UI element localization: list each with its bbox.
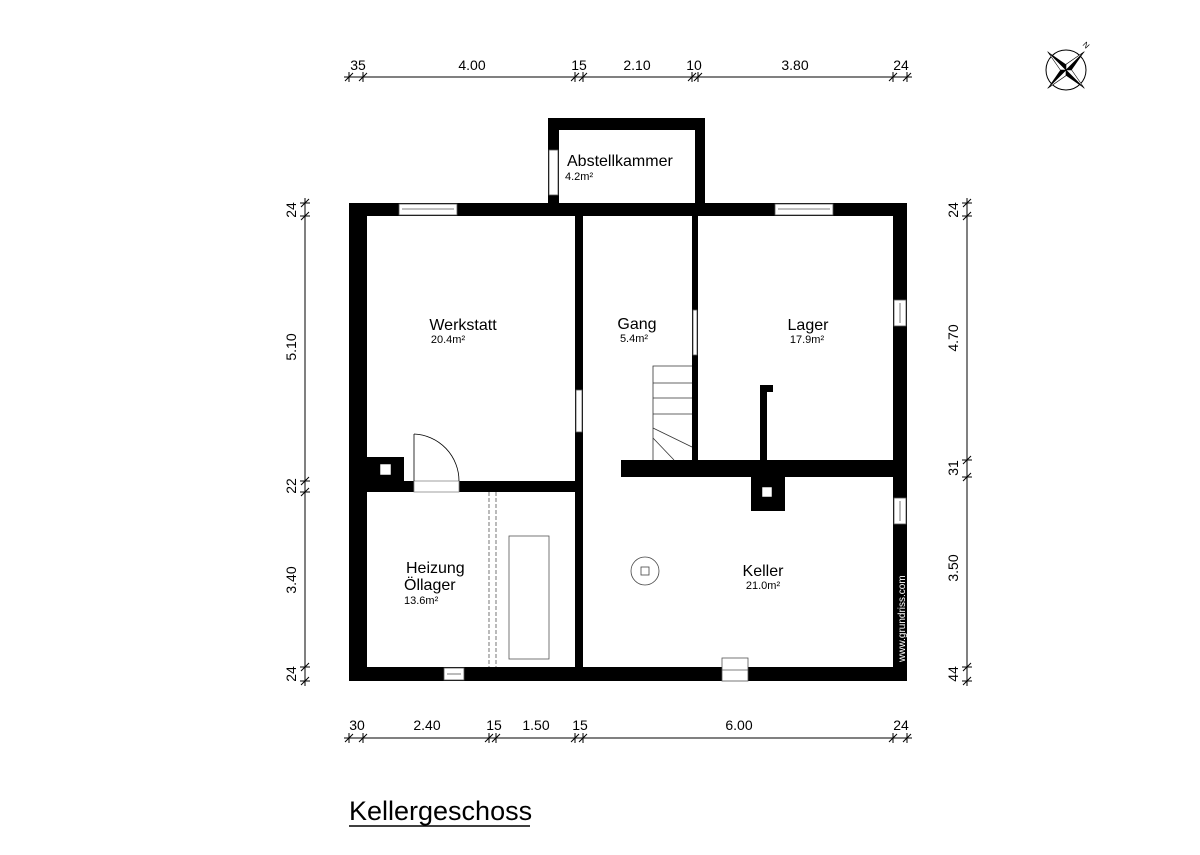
dimension-tick <box>300 198 310 208</box>
dim-bottom-label: 30 <box>349 717 365 733</box>
dim-top-label: 35 <box>350 57 366 73</box>
dimension-tick <box>491 733 501 743</box>
room-area: 21.0m² <box>746 580 781 592</box>
dim-right-label: 4.70 <box>945 324 961 351</box>
dimension-top <box>344 72 912 82</box>
dimension-tick <box>962 211 972 221</box>
floor-drain <box>630 556 660 586</box>
dimension-tick <box>344 733 354 743</box>
dim-top-label: 2.10 <box>623 57 650 73</box>
room-area: 20.4m² <box>431 334 466 346</box>
door <box>413 433 460 482</box>
dimension-tick <box>902 733 912 743</box>
dim-left-label: 24 <box>283 666 299 682</box>
dim-left-label: 5.10 <box>283 333 299 360</box>
dimension-right <box>962 198 972 686</box>
oil-tank <box>508 535 550 660</box>
dimension-tick <box>300 676 310 686</box>
dimension-tick <box>888 733 898 743</box>
dim-right-label: 44 <box>945 666 961 682</box>
dimension-tick <box>300 487 310 497</box>
dim-left-label: 24 <box>283 202 299 218</box>
dim-bottom-label: 24 <box>893 717 909 733</box>
dimension-tick <box>484 733 494 743</box>
dim-top-label: 10 <box>686 57 702 73</box>
dim-bottom-label: 6.00 <box>725 717 752 733</box>
dimension-tick <box>902 72 912 82</box>
oil-tank-area <box>488 492 550 667</box>
dimension-bottom <box>344 733 912 743</box>
dimension-tick <box>300 476 310 486</box>
room-name-line2: Öllager <box>404 576 456 594</box>
compass-icon <box>1045 49 1087 91</box>
dim-bottom-label: 2.40 <box>413 717 440 733</box>
room-name: Heizung <box>406 560 465 577</box>
room-name: Abstellkammer <box>567 153 673 170</box>
watermark: www.grundriss.com <box>897 575 908 663</box>
dimension-tick <box>693 72 703 82</box>
dim-left-label: 3.40 <box>283 566 299 593</box>
dimension-tick <box>344 72 354 82</box>
dimension-tick <box>358 72 368 82</box>
dimension-tick <box>962 198 972 208</box>
room-name: Werkstatt <box>429 317 497 334</box>
dimension-tick <box>962 676 972 686</box>
dim-top-label: 24 <box>893 57 909 73</box>
dimension-tick <box>687 72 697 82</box>
page-title: Kellergeschoss <box>349 796 532 826</box>
room-name: Gang <box>617 316 656 333</box>
compass-north-label: N <box>1081 40 1092 51</box>
room-area: 17.9m² <box>790 334 825 346</box>
dimension-tick <box>570 72 580 82</box>
dim-bottom-label: 1.50 <box>522 717 549 733</box>
dimension-tick <box>578 733 588 743</box>
dim-top-label: 3.80 <box>781 57 808 73</box>
dimension-left <box>300 198 310 686</box>
dim-bottom-label: 15 <box>572 717 588 733</box>
dim-right-label: 24 <box>945 202 961 218</box>
dimension-tick <box>570 733 580 743</box>
room-area: 4.2m² <box>565 171 593 183</box>
windows <box>398 149 907 682</box>
room-name: Lager <box>788 317 830 334</box>
dimension-tick <box>300 662 310 672</box>
chimney <box>379 463 773 498</box>
dim-right-label: 31 <box>945 460 961 476</box>
dimension-tick <box>358 733 368 743</box>
dim-top-label: 4.00 <box>458 57 485 73</box>
dimension-tick <box>962 472 972 482</box>
dimension-tick <box>962 455 972 465</box>
dim-left-label: 22 <box>283 478 299 494</box>
dim-top-label: 15 <box>571 57 587 73</box>
dimension-tick <box>578 72 588 82</box>
dim-bottom-label: 15 <box>486 717 502 733</box>
room-name: Keller <box>743 563 785 580</box>
dimension-tick <box>888 72 898 82</box>
staircase <box>652 365 693 461</box>
dim-right-label: 3.50 <box>945 554 961 581</box>
room-area: 5.4m² <box>620 333 648 345</box>
dimension-tick <box>300 211 310 221</box>
room-area: 13.6m² <box>404 595 439 607</box>
dimension-tick <box>962 662 972 672</box>
